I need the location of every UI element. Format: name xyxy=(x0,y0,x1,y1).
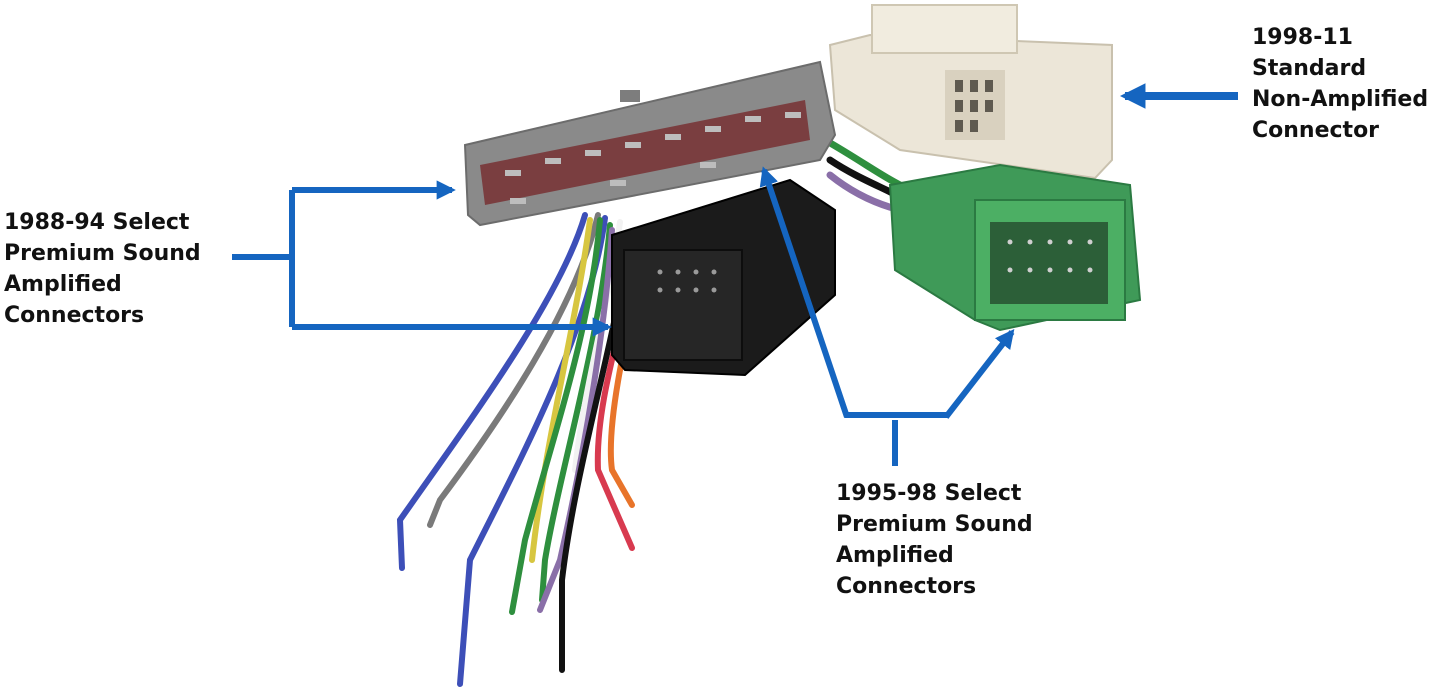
wire-yellow xyxy=(529,217,593,563)
wire-green xyxy=(509,217,603,615)
callout-1995-line-4: Connectors xyxy=(836,574,977,599)
callout-1988-line-4: Connectors xyxy=(4,303,145,328)
callout-1995-98: 1995-98 Select Premium Sound Amplified C… xyxy=(836,478,1033,602)
arrows xyxy=(232,83,1238,466)
beige-connector xyxy=(828,4,1113,180)
callout-1988-line-2: Premium Sound xyxy=(4,241,201,266)
arrow-1995-left xyxy=(759,166,850,418)
wire-blue xyxy=(396,212,588,571)
callout-1995-line-3: Amplified xyxy=(836,543,954,568)
callout-1998-line-2: Standard xyxy=(1252,56,1367,81)
callout-1998-line-3: Non-Amplified xyxy=(1252,87,1429,112)
wire-green-2 xyxy=(539,222,613,603)
arrow-1995-right xyxy=(943,328,1015,419)
gray-connector xyxy=(463,60,837,227)
callout-1995-line-1: 1995-98 Select xyxy=(836,481,1022,506)
callout-1988-line-1: 1988-94 Select xyxy=(4,210,190,235)
wire-green-3 xyxy=(821,136,904,189)
green-connector xyxy=(888,163,1142,332)
black-connector xyxy=(611,178,836,377)
callout-1988-line-3: Amplified xyxy=(4,272,122,297)
callout-1998-11: 1998-11 Standard Non-Amplified Connector xyxy=(1252,22,1428,146)
callout-1988-94: 1988-94 Select Premium Sound Amplified C… xyxy=(4,207,201,331)
callout-1995-line-2: Premium Sound xyxy=(836,512,1033,537)
callout-1998-line-4: Connector xyxy=(1252,118,1380,143)
callout-1998-line-1: 1998-11 xyxy=(1252,25,1353,50)
